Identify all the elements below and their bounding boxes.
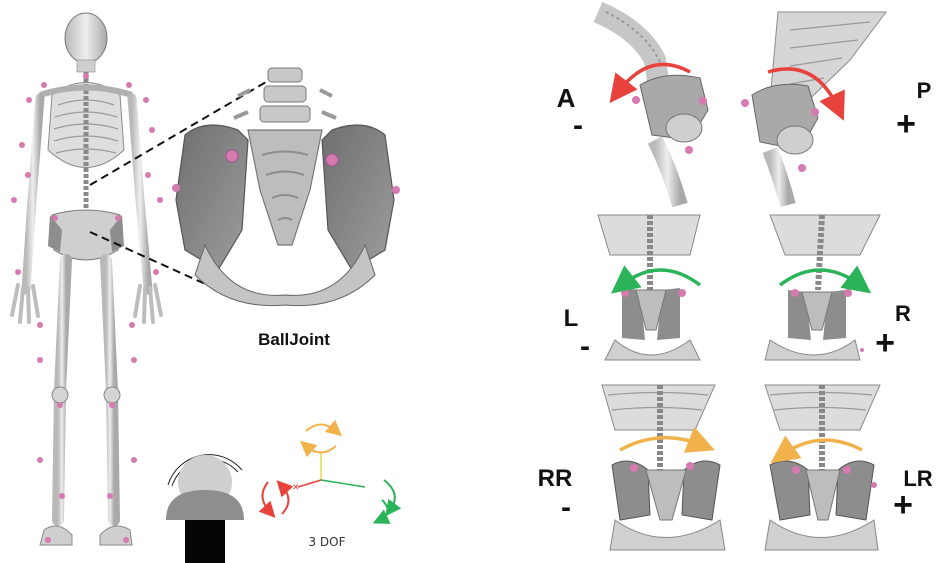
front-view-left-rotation	[765, 385, 880, 550]
row-anterior-posterior	[598, 12, 886, 205]
label-right-rotation: RR	[538, 465, 573, 492]
front-view-right-tilt	[765, 215, 880, 360]
sign-right-rotation: -	[561, 491, 571, 524]
dof-label: 3 DOF	[308, 535, 345, 549]
side-view-posterior	[741, 12, 886, 205]
sign-right: +	[875, 324, 895, 362]
sign-posterior: +	[896, 105, 916, 143]
front-view-right-rotation	[602, 385, 725, 550]
svg-text:✕: ✕	[292, 482, 300, 492]
row-rotation	[602, 385, 880, 550]
sign-left: -	[580, 330, 590, 363]
sign-left-rotation: +	[893, 486, 913, 524]
zoom-title: BallJoint	[258, 330, 330, 349]
sign-anterior: -	[573, 109, 583, 142]
row-left-right	[598, 215, 880, 360]
label-right: R	[895, 301, 911, 326]
label-left: L	[564, 305, 579, 332]
front-view-left-tilt	[598, 215, 700, 360]
dof-axes-icon: ✕	[262, 425, 394, 521]
ball-joint-icon	[166, 455, 244, 563]
zoomed-pelvis	[172, 68, 400, 306]
label-posterior: P	[917, 78, 932, 103]
full-skeleton	[11, 13, 163, 545]
side-view-anterior	[598, 12, 708, 205]
